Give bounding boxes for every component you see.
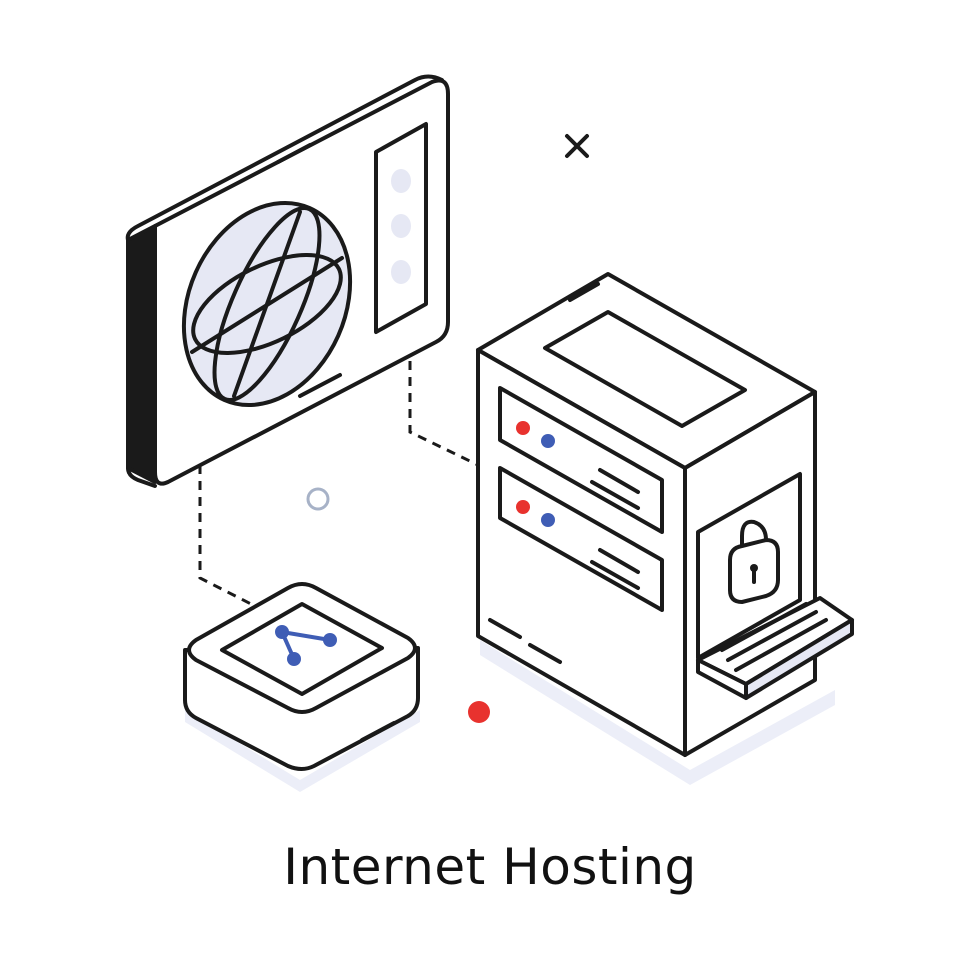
monitor-edge-dash-2 <box>298 373 342 398</box>
keyboard-left <box>696 658 748 700</box>
cross-mark-icon <box>565 134 589 158</box>
key-row-1 <box>720 602 808 652</box>
server-top-dash <box>568 282 600 302</box>
monitor-button-1 <box>391 169 411 193</box>
globe-icon <box>181 200 353 408</box>
share-nodes-icon <box>275 625 337 666</box>
server-front-dash-1 <box>488 618 522 639</box>
globe-latitude <box>191 253 343 355</box>
monitor-side <box>126 224 157 484</box>
server-shadow <box>480 640 835 785</box>
server-top-panel <box>543 310 747 428</box>
monitor-to-router-line <box>198 465 256 608</box>
cross-stroke-2 <box>565 134 589 158</box>
connection-lines <box>198 345 479 608</box>
ground-shadows <box>185 640 835 792</box>
drive-1-slot-a <box>598 468 640 494</box>
red-dot-decoration-icon <box>468 701 490 723</box>
drive-1-red-light <box>516 421 530 435</box>
drive-1-blue-light <box>541 434 555 448</box>
drive-2-slot-b <box>590 560 640 590</box>
padlock-shackle <box>740 519 768 554</box>
server-rack-icon <box>476 272 854 757</box>
monitor-bottom-edge <box>126 466 157 488</box>
padlock-icon <box>728 519 780 604</box>
key-row-3 <box>734 618 828 672</box>
router-panel <box>220 602 384 696</box>
drive-2-red-light <box>516 500 530 514</box>
share-node-2 <box>323 633 337 647</box>
keyboard-icon <box>696 596 854 700</box>
server-drive-bay-1 <box>498 386 664 534</box>
share-node-1 <box>275 625 289 639</box>
share-link-2 <box>281 630 331 642</box>
drive-2-blue-light <box>541 513 555 527</box>
key-row-2 <box>726 610 818 662</box>
server-drive-bay-2 <box>498 466 664 612</box>
monitor-button-3 <box>391 260 411 284</box>
ring-decoration-icon <box>306 487 330 511</box>
drive-2-slot-a <box>598 548 640 574</box>
server-front-dash-2 <box>528 643 562 664</box>
monitor-edge-dash-1 <box>276 143 312 164</box>
monitor-to-server-line <box>408 345 479 467</box>
monitor-button-2 <box>391 214 411 238</box>
globe-equator <box>190 256 344 354</box>
globe-monitor-icon <box>125 74 450 488</box>
monitor-top-edge <box>125 74 444 242</box>
drive-1-slot-b <box>590 480 640 510</box>
keyboard-keys <box>720 602 828 672</box>
network-router-icon <box>183 582 420 771</box>
globe-meridian <box>212 205 322 403</box>
router-edge-dash <box>360 721 396 742</box>
share-node-3 <box>287 652 301 666</box>
illustration-caption: Internet Hosting <box>283 838 697 896</box>
